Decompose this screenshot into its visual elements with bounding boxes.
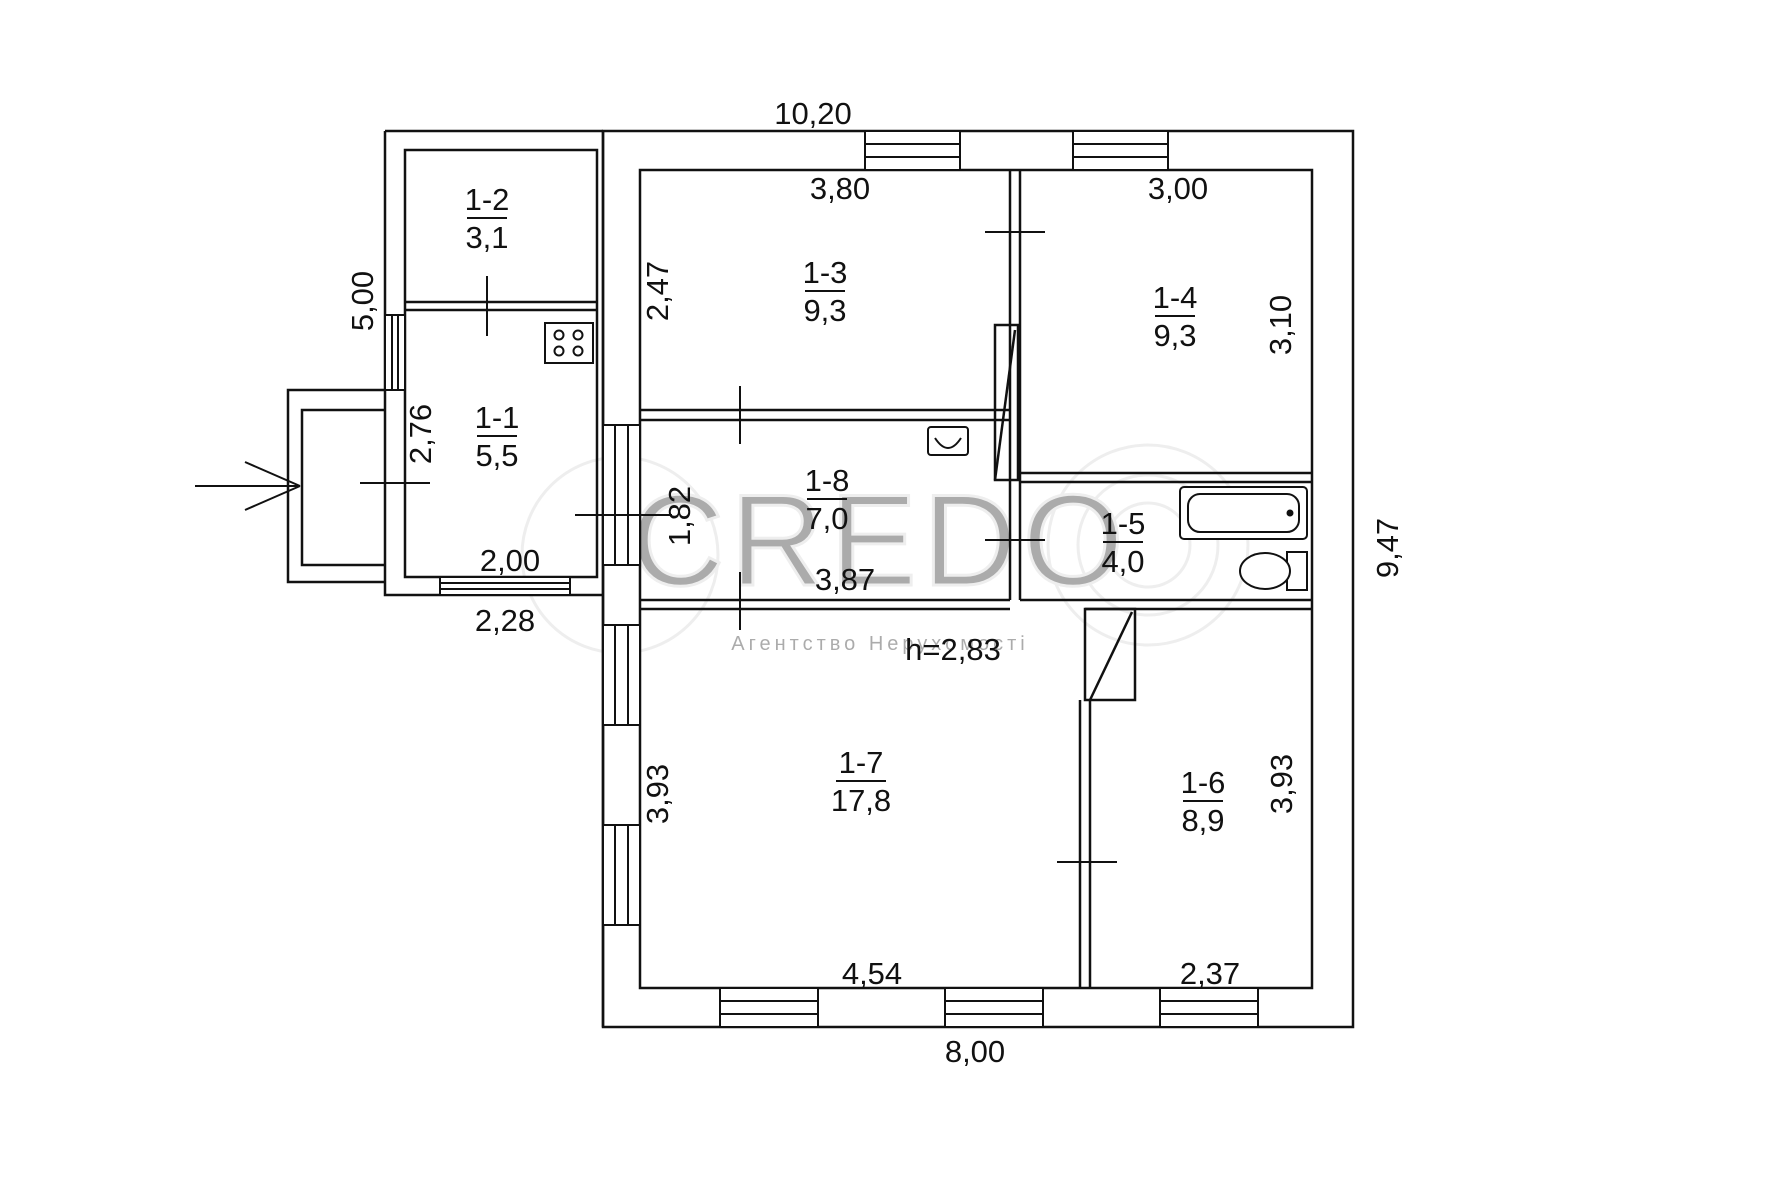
dim-annex-bottom: 2,28 — [475, 603, 535, 638]
ceiling-height-label: h=2,83 — [905, 632, 1001, 667]
room-area: 7,0 — [805, 501, 848, 536]
annex-inner — [403, 148, 599, 579]
room-labels: 1-1 5,5 1-2 3,1 1-3 9,3 1-4 9,3 1-5 4,0 — [465, 182, 1226, 838]
room-id: 1-3 — [803, 255, 848, 290]
dim-overall-top: 10,20 — [774, 96, 852, 131]
watermark-tagline: Агентство Нерухомості — [731, 633, 1028, 655]
dim-room-1-4-width: 3,00 — [1148, 171, 1208, 206]
dim-room-1-7-width: 4,54 — [842, 956, 902, 991]
window-bottom-2 — [944, 987, 1044, 1028]
dimension-labels: 10,20 9,47 8,00 5,00 2,28 2,76 2,00 3,80… — [345, 96, 1405, 1069]
watermark: CREDO Агентство Нерухомості — [520, 443, 1250, 655]
room-area: 5,5 — [475, 438, 518, 473]
window-left-1-7-b — [602, 824, 641, 926]
window-bottom-3 — [1159, 987, 1259, 1028]
room-1-6: 1-6 8,9 — [1181, 765, 1226, 838]
watermark-ring-right-mid — [1076, 473, 1220, 617]
door-swing-1-6 — [1088, 611, 1134, 701]
room-id: 1-7 — [839, 745, 884, 780]
watermark-ring-right-outer — [1046, 443, 1250, 647]
dim-room-1-6-height: 3,93 — [1264, 754, 1299, 814]
door-swing-1-4 — [993, 329, 1017, 481]
window-1-8-left — [602, 424, 641, 566]
partitions — [405, 170, 1312, 988]
window-annex-bottom — [439, 576, 571, 596]
windows — [384, 130, 1259, 1028]
dim-room-1-3-width: 3,80 — [810, 171, 870, 206]
window-bottom-1 — [719, 987, 819, 1028]
dim-room-1-7-height: 3,93 — [640, 764, 675, 824]
stove-icon — [544, 322, 594, 364]
window-top-1-3 — [864, 130, 961, 171]
dim-room-1-8-height: 1,82 — [662, 486, 697, 546]
room-1-7: 1-7 17,8 — [831, 745, 891, 818]
dim-room-1-4-height: 3,10 — [1263, 295, 1298, 355]
door-1-5-1-6 — [1083, 607, 1137, 702]
room-1-8: 1-8 7,0 — [805, 463, 850, 536]
room-area: 4,0 — [1101, 544, 1144, 579]
window-top-1-4 — [1072, 130, 1169, 171]
door-marks — [360, 231, 1117, 863]
room-id: 1-2 — [465, 182, 510, 217]
dim-annex-left: 5,00 — [345, 271, 380, 331]
bathtub-icon — [1179, 486, 1308, 540]
room-id: 1-1 — [475, 400, 520, 435]
dim-room-1-1-height: 2,76 — [403, 404, 438, 464]
dim-room-1-1-width: 2,00 — [480, 543, 540, 578]
room-id: 1-6 — [1181, 765, 1226, 800]
room-area: 3,1 — [465, 220, 508, 255]
porch-inner — [300, 408, 385, 567]
room-id: 1-5 — [1101, 506, 1146, 541]
toilet-icon — [1239, 551, 1308, 591]
room-1-3: 1-3 9,3 — [803, 255, 848, 328]
room-id: 1-8 — [805, 463, 850, 498]
room-1-1: 1-1 5,5 — [475, 400, 520, 473]
room-1-5: 1-5 4,0 — [1101, 506, 1146, 579]
door-1-4-panel — [993, 323, 1020, 482]
room-area: 17,8 — [831, 783, 891, 818]
room-area: 9,3 — [1153, 318, 1196, 353]
room-1-2: 1-2 3,1 — [465, 182, 510, 255]
room-area: 8,9 — [1181, 803, 1224, 838]
entry-arrow-icon — [195, 461, 301, 511]
watermark-ring-right-inner — [1104, 501, 1192, 589]
dim-overall-right: 9,47 — [1370, 518, 1405, 578]
room-1-4: 1-4 9,3 — [1153, 280, 1198, 353]
dim-room-1-6-width: 2,37 — [1180, 956, 1240, 991]
room-id: 1-4 — [1153, 280, 1198, 315]
watermark-brand: CREDO — [630, 467, 1129, 613]
window-annex-left — [384, 314, 406, 391]
room-area: 9,3 — [803, 293, 846, 328]
window-left-1-7-a — [602, 624, 641, 726]
dim-room-1-3-height: 2,47 — [640, 261, 675, 321]
dim-overall-bottom: 8,00 — [945, 1034, 1005, 1069]
dim-room-1-8-width: 3,87 — [815, 562, 875, 597]
sink-icon — [927, 426, 969, 456]
